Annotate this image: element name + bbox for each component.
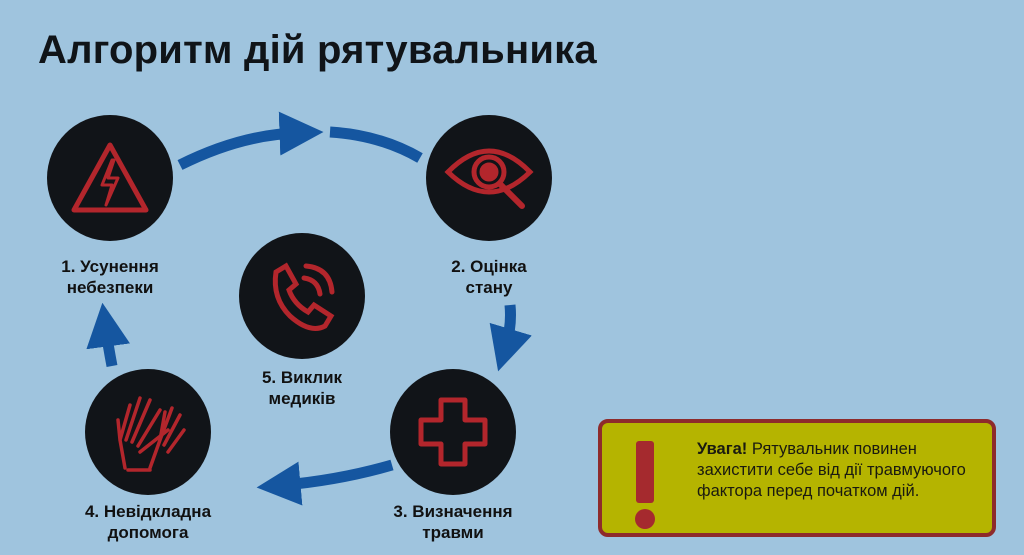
- phone-call-icon: [272, 262, 335, 331]
- step-2-label-line2: стану: [465, 278, 513, 297]
- medical-cross-icon: [418, 397, 488, 467]
- arrow-3-to-4: [256, 459, 394, 506]
- step-5-label-line2: медиків: [268, 389, 336, 408]
- step-2-circle: [426, 115, 552, 241]
- step-4-circle: [85, 369, 211, 495]
- arrow-2-to-3: [489, 304, 532, 372]
- step-5-label-line1: 5. Виклик: [261, 368, 343, 387]
- step-3-label-line1: 3. Визначення: [393, 502, 513, 521]
- step-5-label: 5. Виклик медиків: [212, 367, 392, 409]
- step-4-label: 4. Невідкладна допомога: [58, 501, 238, 543]
- step-3-label: 3. Визначення травми: [363, 501, 543, 543]
- step-4-label-line2: допомога: [107, 523, 189, 542]
- page-title: Алгоритм дій рятувальника: [38, 28, 597, 72]
- step-2-label: 2. Оцінка стану: [399, 256, 579, 298]
- electric-hazard-icon: [71, 142, 149, 213]
- arrow-1-to-2-tail: [329, 126, 423, 163]
- step-1-label-line2: небезпеки: [66, 278, 154, 297]
- step-1-circle: [47, 115, 173, 241]
- step-4-label-line1: 4. Невідкладна: [84, 502, 212, 521]
- arrow-4-to-1: [86, 302, 130, 368]
- warning-text: Увага! Рятувальник повинен захистити себ…: [697, 439, 987, 502]
- hands-icon: [116, 396, 186, 472]
- step-3-label-line2: травми: [422, 523, 484, 542]
- exclamation-dot-icon: [635, 509, 655, 529]
- warning-body: Рятувальник повинен захистити себе від д…: [697, 440, 966, 500]
- warning-box: Увага! Рятувальник повинен захистити себ…: [598, 419, 996, 537]
- eye-magnifier-icon: [444, 148, 534, 209]
- exclamation-icon: [636, 441, 654, 503]
- step-5-circle: [239, 233, 365, 359]
- step-1-label-line1: 1. Усунення: [61, 257, 159, 276]
- step-3-circle: [390, 369, 516, 495]
- arrow-1-to-2: [177, 111, 324, 170]
- warning-heading: Увага!: [697, 440, 748, 458]
- step-2-label-line1: 2. Оцінка: [451, 257, 527, 276]
- step-1-label: 1. Усунення небезпеки: [20, 256, 200, 298]
